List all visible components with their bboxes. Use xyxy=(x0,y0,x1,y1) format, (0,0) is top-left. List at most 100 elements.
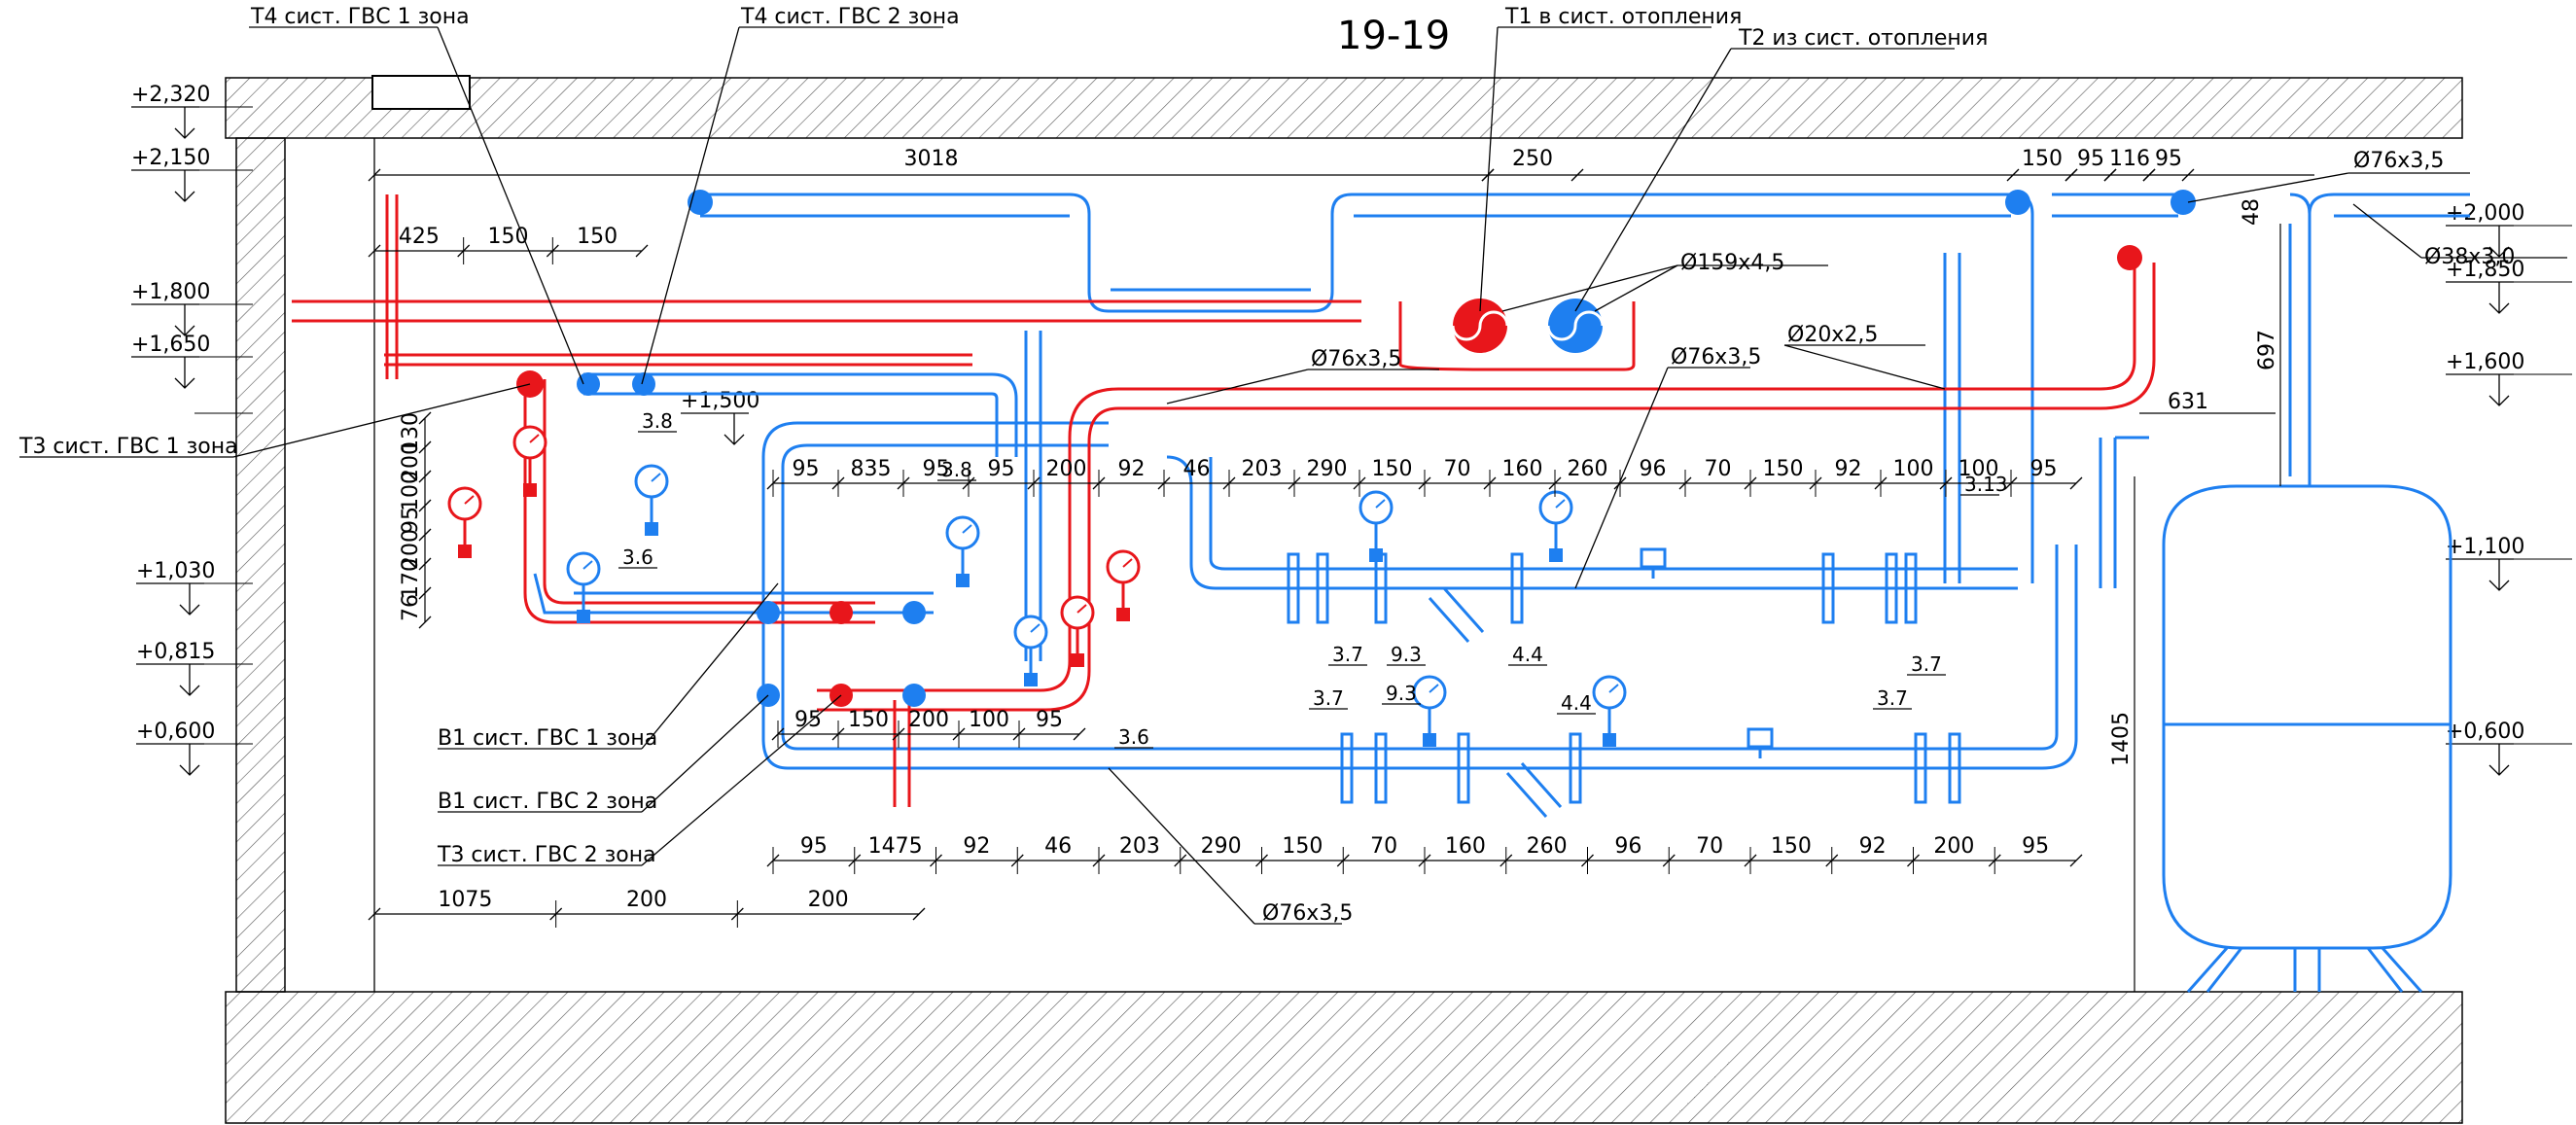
dimension-value: 631 xyxy=(2168,390,2208,414)
dimension-value: 200 xyxy=(1046,457,1087,481)
expansion-tank xyxy=(2162,484,2452,993)
position-label: 3.7 xyxy=(1332,643,1363,666)
dimension-value: 835 xyxy=(851,457,892,481)
hot-pipes xyxy=(292,194,2156,807)
dimension-value: 160 xyxy=(1445,834,1486,859)
dimension-value: 96 xyxy=(1614,834,1641,859)
position-label: 9.3 xyxy=(1386,682,1417,705)
dimension-value: 170 xyxy=(399,558,423,599)
pressure-gauge-icon xyxy=(1106,549,1141,621)
dimension-value: 697 xyxy=(2255,330,2279,370)
dimension-value: 92 xyxy=(963,834,990,859)
pipe-flange xyxy=(1457,732,1470,804)
dimension-value: 100 xyxy=(969,708,1009,732)
position-label: 3.7 xyxy=(1313,686,1344,710)
label-t3-zone2: Т3 сист. ГВС 2 зона xyxy=(437,843,656,867)
label-b1-zone1: В1 сист. ГВС 1 зона xyxy=(438,726,657,751)
dimension-value: 260 xyxy=(1568,457,1608,481)
dimension-value: 95 xyxy=(793,457,820,481)
dimension-value: 200 xyxy=(399,529,423,570)
dimension-value: 95 xyxy=(2030,457,2058,481)
elevation-mark: +1,650 xyxy=(131,333,253,389)
hot-pipe-upper xyxy=(292,299,1361,323)
hot-pipe-loop xyxy=(817,387,1119,712)
pressure-gauge-icon xyxy=(945,515,980,587)
pressure-gauge-icon xyxy=(1013,615,1048,686)
elevation-label: +2,320 xyxy=(131,83,210,107)
pressure-gauge-icon xyxy=(447,486,482,558)
dimension-value: 116 xyxy=(2109,147,2150,171)
pipe-flange xyxy=(1316,552,1329,624)
cold-fittings xyxy=(1287,547,1961,818)
section-title: 19-19 xyxy=(1337,14,1450,58)
dimension-value: 1405 xyxy=(2109,712,2134,766)
elevation-marks: +2,320+2,150+1,800+1,650+1,500+1,030+0,8… xyxy=(131,83,2572,776)
dimension-value: 250 xyxy=(1512,147,1553,171)
label-t2-heating: Т2 из сист. отопления xyxy=(1738,26,1988,51)
elevation-label: +1,600 xyxy=(2446,350,2524,374)
cold-pipe-small-right xyxy=(1943,253,1961,583)
dimension-value: 70 xyxy=(1370,834,1397,859)
ceiling-slab xyxy=(225,77,2463,139)
hot-pipe-t3-run xyxy=(384,353,972,367)
dia-38: Ø38х3,0 xyxy=(2424,245,2515,269)
pipe-flange xyxy=(1914,732,1927,804)
position-label: 3.8 xyxy=(941,458,972,481)
dimension-value: 200 xyxy=(1933,834,1974,859)
elevation-mark: +1,850 xyxy=(2446,258,2572,314)
dimension-value: 95 xyxy=(1036,708,1063,732)
position-mark: 3.8 xyxy=(638,409,677,433)
pressure-gauge-icon xyxy=(634,464,669,536)
elevation-label: +1,030 xyxy=(136,559,215,583)
cold-pipes xyxy=(533,193,2470,770)
dimension-value: 70 xyxy=(1444,457,1471,481)
pipe-flange xyxy=(1821,552,1835,624)
dia-76-top-right: Ø76х3,5 xyxy=(2353,149,2444,173)
pressure-gauge-icon xyxy=(512,425,547,497)
position-label: 3.6 xyxy=(622,545,653,569)
dimension-value: 76 xyxy=(399,594,423,621)
position-mark: 3.13 xyxy=(1960,473,2008,496)
dimension-value: 46 xyxy=(1044,834,1072,859)
cold-pipe-tank-feed xyxy=(2099,436,2149,588)
pressure-gauge-icon xyxy=(1060,595,1095,667)
dimension-value: 200 xyxy=(808,888,849,912)
elevation-mark: +2,000 xyxy=(2446,201,2572,258)
pressure-gauge-icon xyxy=(1359,490,1394,562)
position-label: 3.13 xyxy=(1964,473,2008,496)
dimension-value: 100 xyxy=(1958,457,1999,481)
elevation-mark: +1,100 xyxy=(2446,535,2572,591)
elevation-label: +1,650 xyxy=(131,333,210,357)
dimension-value: 95 xyxy=(2077,147,2104,171)
position-mark: 9.3 xyxy=(1387,643,1426,666)
elevation-label: +0,815 xyxy=(136,640,215,664)
dimension-value: 150 xyxy=(1372,457,1413,481)
position-mark: 3.7 xyxy=(1328,643,1367,666)
hot-pipe-riser-left xyxy=(385,194,399,379)
pressure-gauges xyxy=(447,425,1627,747)
elevation-mark: +0,815 xyxy=(136,640,253,696)
hot-pipe-lower-drop xyxy=(893,700,911,807)
dimension-value: 130 xyxy=(399,412,423,453)
position-mark: 3.6 xyxy=(618,545,657,569)
elevation-label: +1,100 xyxy=(2446,535,2524,559)
dimension-value: 92 xyxy=(1118,457,1146,481)
position-mark: 3.7 xyxy=(1309,686,1348,710)
valve-icon xyxy=(1640,547,1667,579)
position-mark: 3.7 xyxy=(1907,652,1946,676)
label-t4-zone1: Т4 сист. ГВС 1 зона xyxy=(250,5,470,29)
pipe-flange xyxy=(1569,732,1582,804)
dimension-value: 70 xyxy=(1705,457,1732,481)
dimension-value: 203 xyxy=(1119,834,1160,859)
dimension-value: 95 xyxy=(399,507,423,534)
dimension-value: 150 xyxy=(1763,457,1804,481)
pipe-flange xyxy=(1885,552,1898,624)
elevation-label: +1,850 xyxy=(2446,258,2524,282)
position-mark: 9.3 xyxy=(1382,682,1421,705)
dimension-value: 95 xyxy=(800,834,828,859)
hot-pipe-left-group xyxy=(523,379,875,624)
